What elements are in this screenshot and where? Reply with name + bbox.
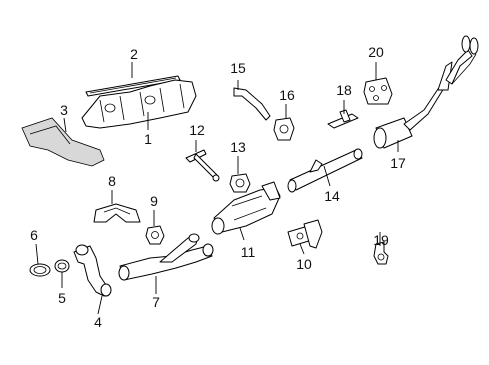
callout-10: 10 [296, 256, 312, 272]
callout-2: 2 [130, 46, 138, 62]
leader-lines [35, 62, 399, 315]
callout-11: 11 [240, 244, 256, 260]
callout-9: 9 [150, 193, 158, 209]
part-11-catalytic-converter [211, 181, 281, 235]
callout-20: 20 [368, 44, 384, 60]
part-16-hanger [273, 117, 295, 141]
part-4-front-pipe [73, 244, 112, 297]
callout-16: 16 [279, 87, 295, 103]
part-3-heat-shield [21, 117, 105, 167]
part-13-isolator [229, 173, 251, 193]
callout-1: 1 [144, 131, 152, 147]
callout-6: 6 [30, 227, 38, 243]
part-1-exhaust-manifold [81, 79, 197, 129]
callout-13: 13 [230, 139, 246, 155]
callout-17: 17 [390, 155, 406, 171]
part-7-y-pipe [118, 233, 214, 281]
part-17-muffler-assembly [373, 35, 479, 149]
part-9-hanger [145, 225, 165, 245]
part-12-hanger-rod [185, 149, 220, 182]
part-19-hanger [373, 241, 389, 265]
callout-14: 14 [324, 188, 340, 204]
part-6-clamp [29, 263, 51, 277]
callout-15: 15 [230, 60, 246, 76]
callout-7: 7 [152, 294, 160, 310]
part-14-intermediate-pipe [287, 148, 363, 193]
part-18-bracket-plate [327, 109, 359, 129]
callout-3: 3 [60, 102, 68, 118]
callout-4: 4 [94, 314, 102, 330]
part-5-gasket [54, 259, 70, 273]
callout-19: 19 [373, 232, 389, 248]
part-20-isolator [363, 77, 393, 105]
part-8-bracket [93, 203, 141, 223]
callout-18: 18 [336, 82, 352, 98]
callout-12: 12 [189, 122, 205, 138]
callout-8: 8 [108, 173, 116, 189]
part-10-hanger-bracket [287, 219, 323, 249]
part-2-heat-shield-strip [85, 75, 181, 97]
part-15-bracket [233, 87, 271, 121]
callout-5: 5 [58, 290, 66, 306]
